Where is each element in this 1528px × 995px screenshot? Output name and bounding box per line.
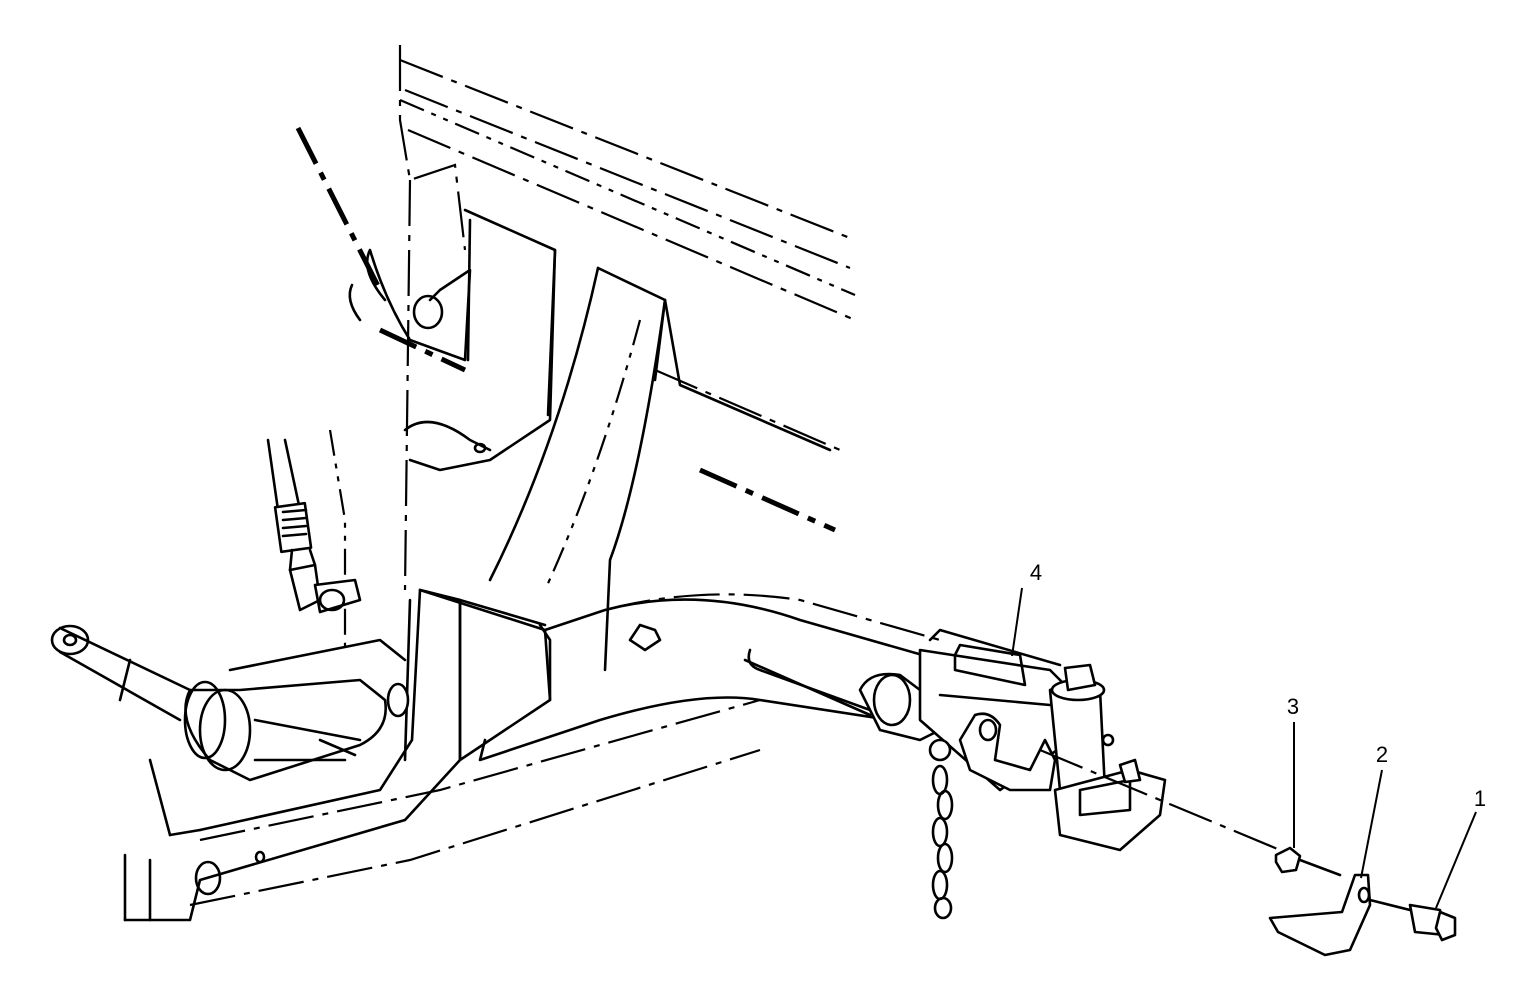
callout-1-label: 1 (1474, 786, 1486, 811)
callout-3-label: 3 (1287, 694, 1299, 719)
callout-1: 1 (1435, 786, 1486, 909)
vehicle-body-phantom (295, 45, 856, 650)
callout-3: 3 (1287, 694, 1299, 848)
frame-rail (123, 208, 942, 922)
hitch-assembly (743, 628, 1281, 920)
callout-2-label: 2 (1376, 742, 1388, 767)
callout-4: 4 (1011, 560, 1042, 657)
loose-parts (1268, 846, 1457, 957)
hydraulic-hose (266, 438, 362, 614)
callout-2: 2 (1360, 742, 1388, 879)
spring-bar-assembly (50, 624, 410, 837)
callout-4-label: 4 (1030, 560, 1042, 585)
